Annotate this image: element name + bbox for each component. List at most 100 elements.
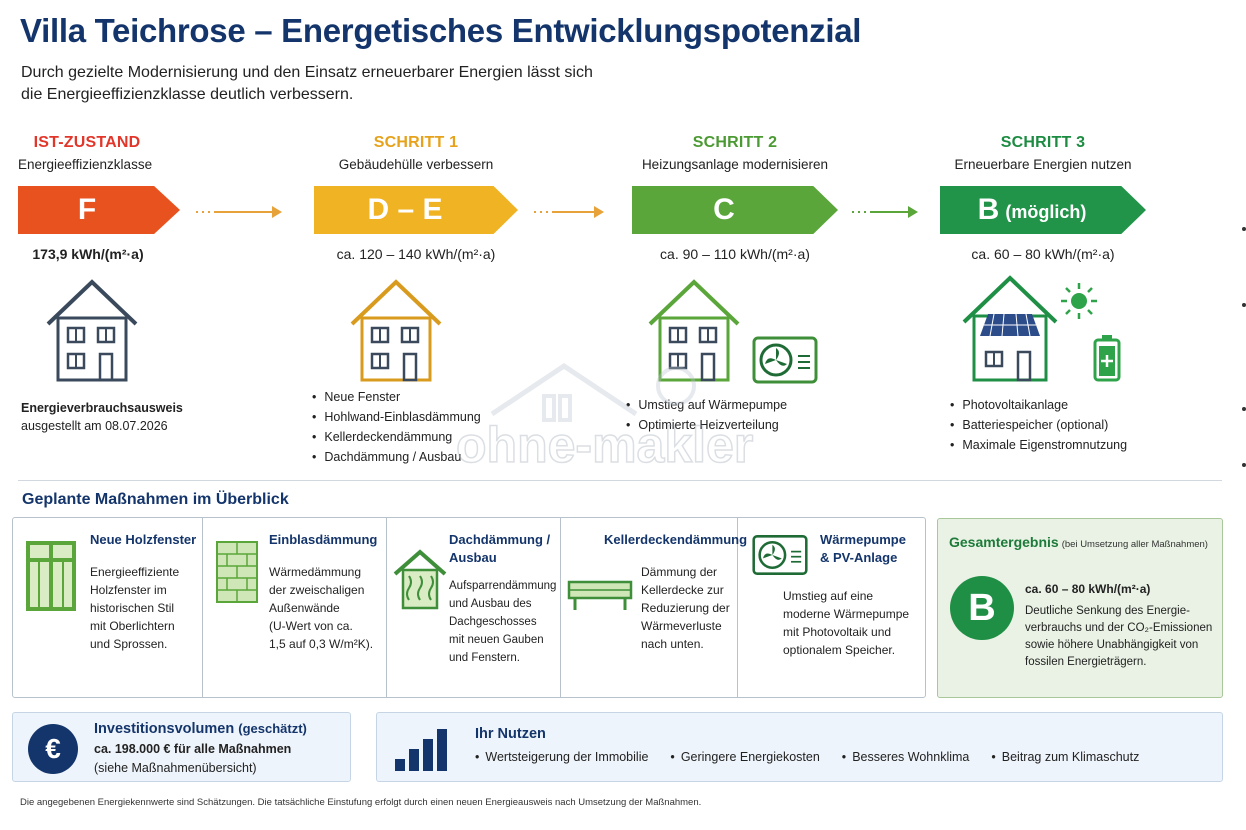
house-icon bbox=[648, 279, 740, 382]
list-item: Dachdämmung / Ausbau bbox=[312, 447, 481, 467]
benefits-title: Ihr Nutzen bbox=[475, 726, 546, 742]
investment-title: Investitionsvolumen (geschätzt) bbox=[94, 721, 307, 737]
stage-heading: SCHRITT 3 bbox=[1000, 134, 1086, 151]
measure-title: Einblasdämmung bbox=[269, 532, 378, 547]
energy-value: ca. 60 – 80 kWh/(m²·a) bbox=[971, 246, 1115, 262]
sun-icon bbox=[1061, 283, 1097, 319]
result-energy-value: ca. 60 – 80 kWh/(m²·a) bbox=[1025, 582, 1151, 596]
subtitle-line-2: die Energieeffizienzklasse deutlich verb… bbox=[21, 86, 354, 103]
list-item: Maximale Eigenstromnutzung bbox=[950, 435, 1127, 455]
energy-class-label: C bbox=[713, 193, 735, 226]
stage-schritt-1: SCHRITT 1 Gebäudehülle verbessern D – E … bbox=[314, 134, 518, 262]
list-item: Photovoltaikanlage bbox=[950, 395, 1127, 415]
measure-text: Wärmedämmung der zweischaligen Außenwänd… bbox=[269, 563, 373, 653]
list-item: Neue Fenster bbox=[312, 387, 481, 407]
stage-subheading: Heizungsanlage modernisieren bbox=[641, 157, 829, 172]
list-item: Optimierte Heizverteilung bbox=[626, 415, 787, 435]
benefits-list: Wertsteigerung der Immobilie Geringere E… bbox=[475, 750, 1139, 764]
measure-text-line: (U-Wert von ca. bbox=[269, 619, 353, 633]
energy-class-label: B bbox=[977, 193, 1000, 226]
measure-title: Wärmepumpe & PV-Anlage bbox=[820, 531, 906, 567]
investment-reference: (siehe Maßnahmenübersicht) bbox=[94, 761, 257, 775]
measure-title-line: Wärmepumpe bbox=[820, 532, 906, 547]
stage-subheading: Energieeffizienzklasse bbox=[18, 157, 153, 172]
measure-title-line: Dachdämmung / bbox=[449, 532, 551, 547]
result-title-text: Gesamtergebnis bbox=[949, 534, 1059, 550]
house-icon bbox=[350, 279, 442, 382]
measure-text-line: mit neuen Gauben bbox=[449, 634, 544, 646]
energy-class-arrow: D – E bbox=[314, 186, 518, 234]
list-item: Hohlwand-Einblasdämmung bbox=[312, 407, 480, 427]
step2-bullet-list: Umstieg auf Wärmepumpe Optimierte Heizve… bbox=[626, 395, 787, 435]
house-icon bbox=[46, 279, 138, 382]
result-text-line: fossilen Energieträgern. bbox=[1025, 656, 1147, 668]
measure-text-line: Energieeffiziente bbox=[90, 565, 180, 579]
investment-note: (geschätzt) bbox=[238, 721, 307, 736]
measure-text-line: moderne Wärmepumpe bbox=[783, 607, 910, 621]
measure-text-line: Umstieg auf eine bbox=[783, 589, 874, 603]
measure-card-windows: Neue Holzfenster Energieeffiziente Holzf… bbox=[13, 518, 203, 697]
cropped-bullet-dots bbox=[1242, 227, 1246, 467]
result-description: Deutliche Senkung des Energie- verbrauch… bbox=[1025, 603, 1221, 671]
measure-text-line: mit Oberlichtern bbox=[90, 619, 175, 633]
stage-heading: SCHRITT 2 bbox=[692, 134, 778, 151]
ist-note-line-1: Energieverbrauchsausweis bbox=[21, 401, 183, 415]
measure-text-line: und Ausbau des bbox=[449, 598, 532, 610]
measure-text-line: und Sprossen. bbox=[90, 637, 168, 651]
house-solar-icon bbox=[962, 275, 1058, 382]
measure-text-line: Wärmedämmung bbox=[269, 565, 362, 579]
measures-overview: Neue Holzfenster Energieeffiziente Holzf… bbox=[12, 517, 926, 698]
subtitle-line-1: Durch gezielte Modernisierung und den Ei… bbox=[21, 64, 593, 81]
page-subtitle: Durch gezielte Modernisierung und den Ei… bbox=[21, 62, 721, 106]
measure-card-basement: Kellerdeckendämmung Dämmung der Kellerde… bbox=[561, 518, 747, 697]
energy-class-arrow: F bbox=[18, 186, 180, 234]
step3-bullet-list: Photovoltaikanlage Batteriespeicher (opt… bbox=[950, 395, 1127, 455]
investment-title-text: Investitionsvolumen bbox=[94, 721, 235, 737]
roof-insulation-icon bbox=[393, 549, 447, 610]
result-title: Gesamtergebnis(bei Umsetzung aller Maßna… bbox=[949, 534, 1208, 550]
measure-text-line: 1,5 auf 0,3 W/m²K). bbox=[269, 637, 374, 651]
battery-icon bbox=[1093, 335, 1121, 382]
stage-schritt-3: SCHRITT 3 Erneuerbare Energien nutzen B … bbox=[940, 134, 1146, 262]
step1-bullet-list: Neue Fenster Hohlwand-Einblasdämmung Kel… bbox=[312, 387, 481, 467]
measure-text-line: und Fenstern. bbox=[449, 652, 520, 664]
dotted-arrow-icon bbox=[196, 206, 282, 218]
measure-text-line: nach unten. bbox=[641, 637, 704, 651]
list-item: Umstieg auf Wärmepumpe bbox=[626, 395, 787, 415]
measure-title: Dachdämmung / Ausbau bbox=[449, 531, 550, 567]
energy-class-arrow: C bbox=[632, 186, 838, 234]
measure-text-line: Reduzierung der bbox=[641, 601, 730, 615]
result-note: (bei Umsetzung aller Maßnahmen) bbox=[1061, 539, 1208, 550]
measure-card-heatpump-pv: Wärmepumpe & PV-Anlage Umstieg auf eine … bbox=[738, 518, 925, 697]
measure-text: Dämmung der Kellerdecke zur Reduzierung … bbox=[641, 563, 730, 653]
measure-text-line: Dämmung der bbox=[641, 565, 718, 579]
ist-note: Energieverbrauchsausweis ausgestellt am … bbox=[21, 399, 183, 435]
list-item: Geringere Energiekosten bbox=[670, 750, 820, 764]
energy-value: ca. 120 – 140 kWh/(m²·a) bbox=[336, 246, 496, 262]
stage-ist-zustand: IST-ZUSTAND Energieeffizienzklasse F 173… bbox=[18, 134, 180, 262]
benefits-card: Ihr Nutzen Wertsteigerung der Immobilie … bbox=[376, 712, 1223, 782]
stage-subheading: Gebäudehülle verbessern bbox=[338, 157, 494, 172]
measure-title: Kellerdeckendämmung bbox=[604, 532, 748, 547]
measure-text-line: Holzfenster im bbox=[90, 583, 167, 597]
measure-text-line: Kellerdecke zur bbox=[641, 583, 724, 597]
measures-section-title: Geplante Maßnahmen im Überblick bbox=[22, 491, 289, 508]
heat-pump-icon bbox=[752, 336, 818, 384]
energy-value: 173,9 kWh/(m²·a) bbox=[32, 246, 144, 262]
measure-card-roof: Dachdämmung / Ausbau Aufsparrendämmung u… bbox=[387, 518, 561, 697]
footnote: Die angegebenen Energiekennwerte sind Sc… bbox=[20, 797, 702, 808]
energy-value: ca. 90 – 110 kWh/(m²·a) bbox=[660, 246, 810, 262]
measure-text-line: optionalem Speicher. bbox=[783, 643, 896, 657]
heat-pump-icon bbox=[752, 535, 808, 575]
list-item: Kellerdeckendämmung bbox=[312, 427, 481, 447]
measure-text-line: Außenwände bbox=[269, 601, 340, 615]
brick-wall-icon bbox=[216, 541, 258, 603]
list-item: Besseres Wohnklima bbox=[842, 750, 969, 764]
measure-text: Umstieg auf eine moderne Wärmepumpe mit … bbox=[783, 587, 909, 659]
total-result-card: Gesamtergebnis(bei Umsetzung aller Maßna… bbox=[937, 518, 1223, 698]
measure-text-line: historischen Stil bbox=[90, 601, 175, 615]
measure-text: Energieeffiziente Holzfenster im histori… bbox=[90, 563, 179, 653]
result-text-line: sowie höhere Unabhängigkeit von bbox=[1025, 639, 1199, 651]
section-divider bbox=[18, 480, 1222, 481]
stage-heading: SCHRITT 1 bbox=[373, 134, 459, 151]
